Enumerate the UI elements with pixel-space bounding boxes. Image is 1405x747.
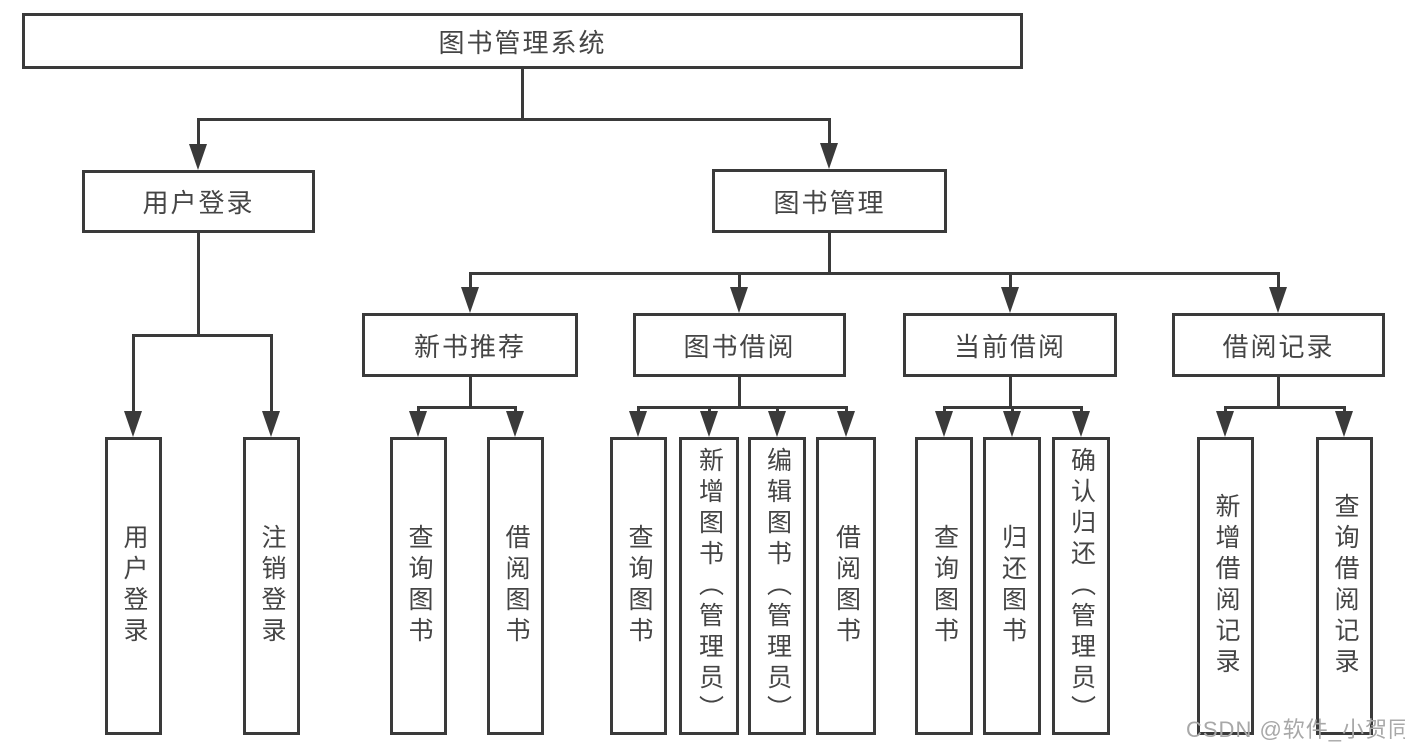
connector-bar bbox=[1224, 405, 1346, 409]
connector-bar bbox=[468, 271, 1280, 275]
connector-bar bbox=[637, 405, 848, 409]
connector-stem bbox=[827, 233, 831, 275]
node-label: 借阅记录 bbox=[1222, 331, 1335, 362]
leaf-label: 用户登录 bbox=[120, 524, 148, 648]
connector-stem bbox=[468, 377, 472, 409]
connector-stem bbox=[520, 69, 524, 121]
node-label: 图书管理 bbox=[773, 187, 886, 218]
connector-bar bbox=[132, 333, 273, 337]
connector-stem bbox=[1008, 377, 1012, 409]
arrow-down-icon bbox=[730, 287, 748, 313]
leaf-query-books-current: 查询图书 bbox=[915, 437, 973, 735]
arrow-down-icon bbox=[699, 411, 718, 437]
node-book-management: 图书管理 bbox=[712, 169, 947, 233]
arrow-down-icon bbox=[1000, 287, 1019, 313]
node-label: 图书管理系统 bbox=[438, 27, 607, 58]
arrow-down-icon bbox=[1269, 287, 1287, 313]
leaf-label: 确认归还（管理员） bbox=[1067, 446, 1096, 726]
connector-drop bbox=[1008, 273, 1012, 297]
leaf-edit-book-admin: 编辑图书（管理员） bbox=[748, 437, 806, 735]
node-label: 用户登录 bbox=[142, 188, 255, 218]
node-label: 当前借阅 bbox=[953, 331, 1066, 362]
leaf-label: 新增借阅记录 bbox=[1212, 493, 1240, 679]
node-label: 新书推荐 bbox=[413, 331, 526, 362]
leaf-logout: 注销登录 bbox=[243, 437, 300, 735]
arrow-down-icon bbox=[460, 287, 479, 313]
connector-drop bbox=[827, 119, 831, 153]
leaf-label: 查询借阅记录 bbox=[1331, 493, 1359, 679]
leaf-query-borrow-record: 查询借阅记录 bbox=[1316, 437, 1373, 735]
leaf-borrow-books-recommend: 借阅图书 bbox=[487, 437, 544, 735]
connector-drop bbox=[270, 335, 273, 421]
arrow-down-icon bbox=[124, 411, 142, 437]
leaf-return-book: 归还图书 bbox=[983, 437, 1041, 735]
connector-drop bbox=[132, 335, 135, 421]
connector-drop bbox=[1277, 273, 1280, 297]
connector-stem bbox=[196, 233, 200, 337]
connector-drop bbox=[738, 273, 741, 297]
leaf-label: 归还图书 bbox=[998, 524, 1027, 648]
leaf-label: 编辑图书（管理员） bbox=[763, 446, 792, 726]
leaf-user-login: 用户登录 bbox=[105, 437, 162, 735]
arrow-down-icon bbox=[262, 411, 280, 437]
arrow-down-icon bbox=[836, 411, 855, 437]
leaf-borrow-books-borrow: 借阅图书 bbox=[816, 437, 876, 735]
leaf-label: 查询图书 bbox=[405, 524, 433, 648]
arrow-down-icon bbox=[1002, 411, 1021, 437]
connector-drop bbox=[196, 119, 200, 154]
arrow-down-icon bbox=[409, 411, 427, 437]
arrow-down-icon bbox=[1335, 411, 1353, 437]
arrow-down-icon bbox=[188, 144, 207, 170]
leaf-label: 注销登录 bbox=[258, 524, 286, 648]
node-library-management-system: 图书管理系统 bbox=[22, 13, 1023, 69]
leaf-query-books-recommend: 查询图书 bbox=[390, 437, 447, 735]
arrow-down-icon bbox=[819, 143, 838, 169]
arrow-down-icon bbox=[934, 411, 953, 437]
leaf-label: 新增图书（管理员） bbox=[695, 446, 724, 726]
node-label: 图书借阅 bbox=[683, 331, 796, 362]
arrow-down-icon bbox=[1216, 411, 1234, 437]
csdn-watermark: CSDN @软件_小贺同学 bbox=[1186, 717, 1405, 742]
leaf-label: 查询图书 bbox=[625, 524, 653, 648]
leaf-add-borrow-record: 新增借阅记录 bbox=[1197, 437, 1254, 735]
connector-stem bbox=[738, 377, 741, 409]
leaf-label: 查询图书 bbox=[930, 524, 959, 648]
leaf-add-book-admin: 新增图书（管理员） bbox=[679, 437, 739, 735]
node-current-borrowing: 当前借阅 bbox=[903, 313, 1117, 377]
connector-bar bbox=[196, 117, 831, 121]
connector-drop bbox=[468, 273, 472, 297]
arrow-down-icon bbox=[629, 411, 647, 437]
node-borrowing-records: 借阅记录 bbox=[1172, 313, 1385, 377]
node-new-book-recommendation: 新书推荐 bbox=[362, 313, 578, 377]
connector-bar bbox=[417, 405, 517, 409]
leaf-query-books-borrow: 查询图书 bbox=[610, 437, 667, 735]
arrow-down-icon bbox=[767, 411, 786, 437]
node-user-login: 用户登录 bbox=[82, 170, 315, 233]
leaf-label: 借阅图书 bbox=[502, 524, 530, 648]
leaf-label: 借阅图书 bbox=[832, 524, 861, 648]
connector-stem bbox=[1277, 377, 1280, 409]
leaf-confirm-return-admin: 确认归还（管理员） bbox=[1052, 437, 1110, 735]
node-book-borrowing: 图书借阅 bbox=[633, 313, 846, 377]
arrow-down-icon bbox=[1071, 411, 1090, 437]
arrow-down-icon bbox=[506, 411, 524, 437]
